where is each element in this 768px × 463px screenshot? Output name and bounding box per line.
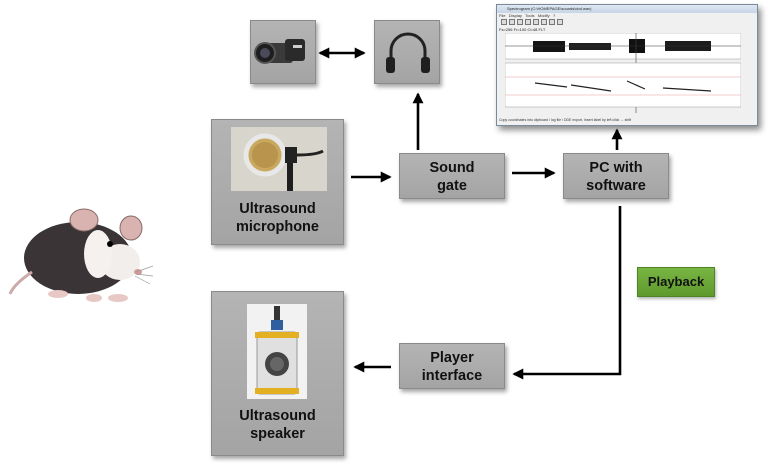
headphones-icon — [386, 32, 430, 73]
ultrasound-speaker-box: Ultrasound speaker — [211, 291, 344, 456]
software-menu-bar: File Display Tools Modify ? — [499, 13, 555, 19]
headphones-box — [374, 20, 440, 84]
arrow-pc-to-player — [512, 206, 622, 380]
microphone-photo — [231, 127, 327, 191]
toolbar-button[interactable] — [509, 19, 515, 25]
speaker-label-line2: speaker — [250, 426, 305, 442]
player-label-line2: interface — [421, 368, 483, 384]
toolbar-button[interactable] — [517, 19, 523, 25]
sound-gate-label-line2: gate — [437, 178, 467, 194]
spectrogram-view — [505, 33, 741, 113]
microphone-label-line1: Ultrasound — [239, 201, 316, 217]
speaker-icon — [247, 304, 307, 399]
ultrasound-microphone-box: Ultrasound microphone — [211, 119, 344, 245]
software-window-title: Spectrogram (C:\HOMEPAGE\sounds\cbd.wav) — [497, 5, 757, 13]
toolbar-button[interactable] — [549, 19, 555, 25]
speaker-label-line1: Ultrasound — [239, 408, 316, 424]
menu-file[interactable]: File — [499, 13, 506, 18]
menu-help[interactable]: ? — [553, 13, 556, 18]
menu-tools[interactable]: Tools — [525, 13, 535, 18]
toolbar-button[interactable] — [541, 19, 547, 25]
playback-badge: Playback — [637, 267, 715, 297]
pc-label-line1: PC with — [589, 160, 643, 176]
software-status-line: Fs=256 Fr=100 O=48 FLT — [499, 27, 546, 32]
camcorder-icon — [254, 39, 305, 64]
toolbar-button[interactable] — [533, 19, 539, 25]
camcorder-box — [250, 20, 316, 84]
menu-modify[interactable]: Modify — [537, 13, 550, 18]
sound-gate-box: Sound gate — [399, 153, 505, 199]
rat-image — [8, 208, 153, 302]
player-interface-box: Player interface — [399, 343, 505, 389]
speaker-photo — [247, 304, 307, 399]
menu-display[interactable]: Display — [508, 13, 522, 18]
software-window: Spectrogram (C:\HOMEPAGE\sounds\cbd.wav)… — [496, 4, 758, 126]
player-label-line1: Player — [430, 350, 474, 366]
software-bottom-status: Copy coordinates into clipboard / log fi… — [499, 118, 632, 122]
sound-gate-label-line1: Sound — [429, 160, 475, 176]
toolbar-button[interactable] — [557, 19, 563, 25]
toolbar-button[interactable] — [525, 19, 531, 25]
pc-software-box: PC with software — [563, 153, 669, 199]
pc-label-line2: software — [586, 178, 646, 194]
microphone-label-line2: microphone — [236, 219, 319, 235]
microphone-icon — [231, 127, 327, 191]
toolbar-button[interactable] — [501, 19, 507, 25]
